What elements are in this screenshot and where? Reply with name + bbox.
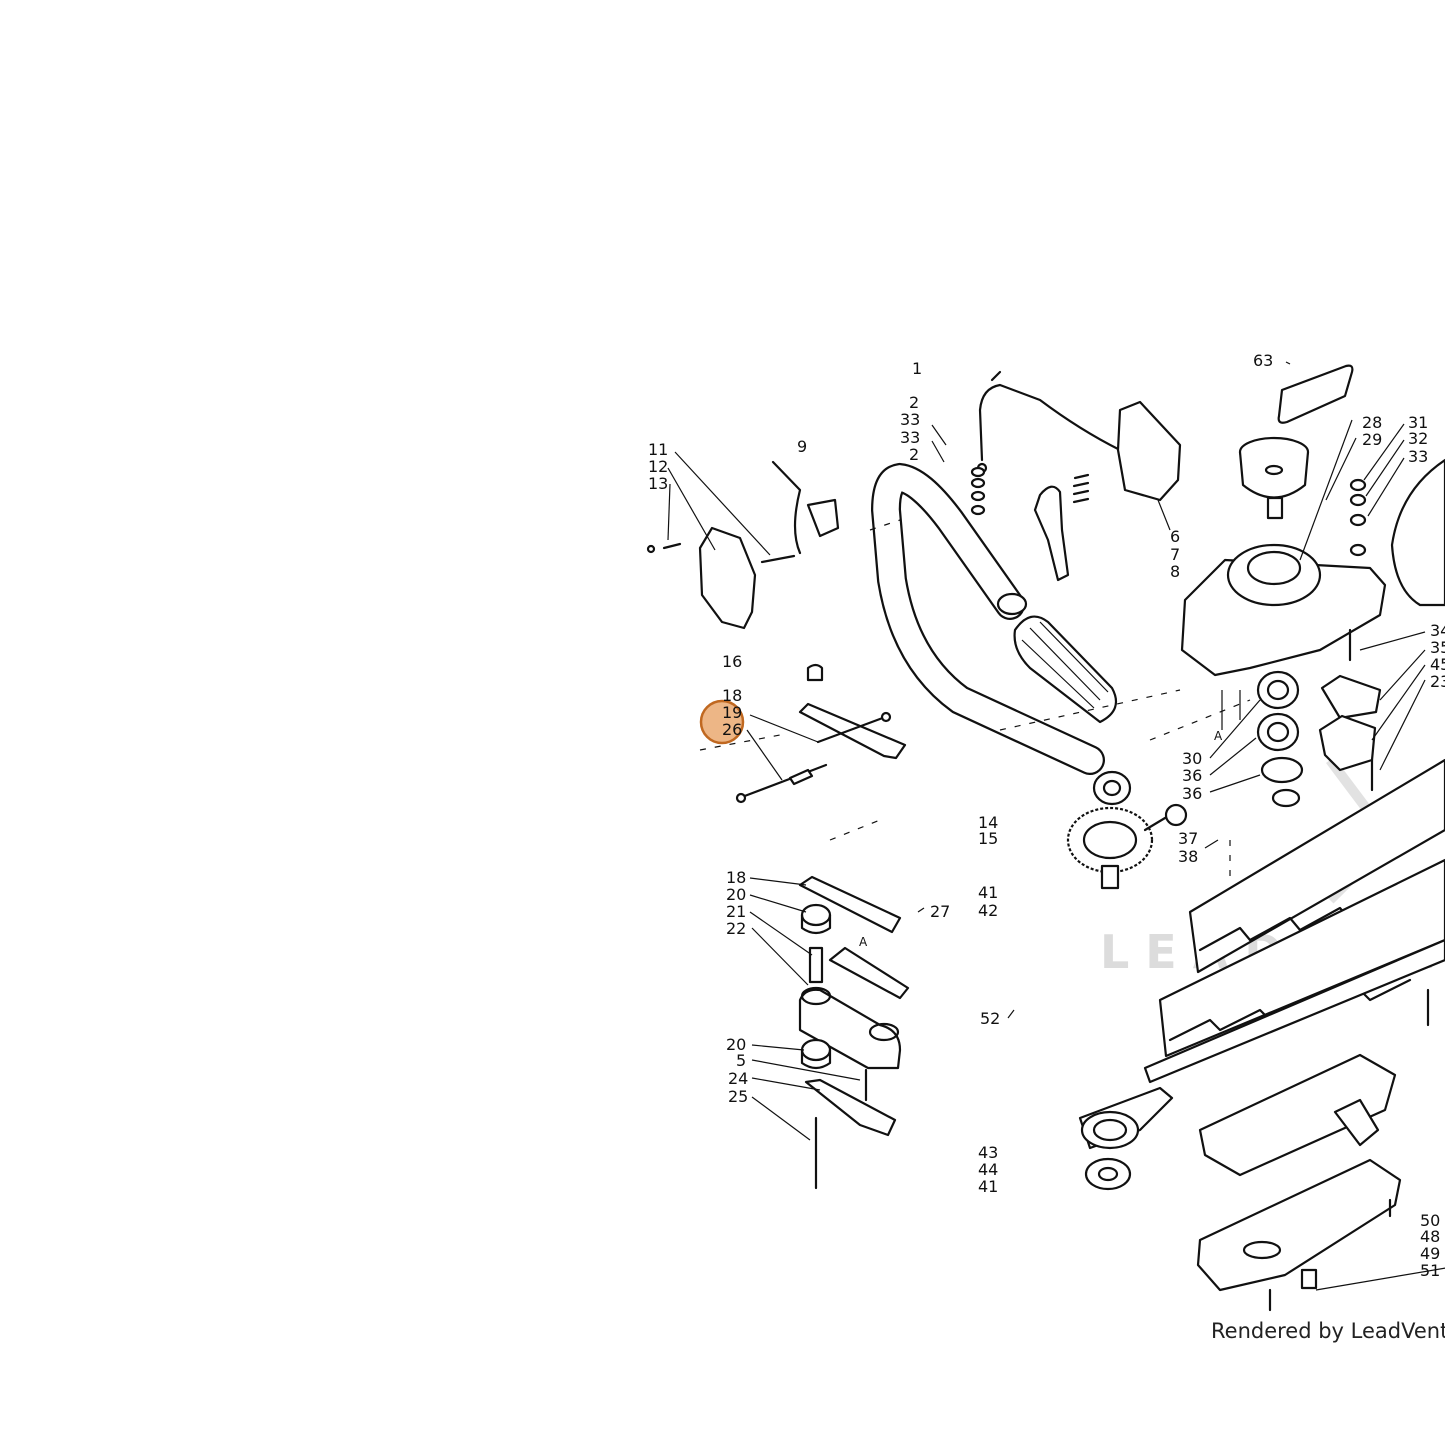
label-7: 7: [1170, 545, 1180, 564]
label-33: 33: [900, 410, 920, 429]
label-52: 52: [980, 1009, 1000, 1028]
label-35: 35: [1430, 638, 1445, 657]
label-5: 5: [736, 1051, 746, 1070]
label-6: 6: [1170, 527, 1180, 546]
label-30: 30: [1182, 749, 1202, 768]
label-25: 25: [728, 1087, 748, 1106]
label-19: 19: [722, 703, 742, 722]
label-12: 12: [648, 457, 668, 476]
label-2: 2: [909, 393, 919, 412]
part-63-label-plate: [1277, 364, 1354, 424]
label-29: 29: [1362, 430, 1382, 449]
label-18: 18: [722, 686, 742, 705]
label-43: 43: [978, 1143, 998, 1162]
label-36: 36: [1182, 784, 1202, 803]
part-37-38-gear: [1066, 803, 1188, 890]
label-50: 50: [1420, 1211, 1440, 1230]
part-34-35-brackets: [1318, 628, 1382, 792]
part-52-drive-arm: [1078, 1086, 1174, 1191]
label-51: 51: [1420, 1261, 1440, 1280]
label-44: 44: [978, 1160, 998, 1179]
label-16: 16: [722, 652, 742, 671]
handle-grip: [1013, 615, 1118, 724]
part-30-36-bearings: [1256, 670, 1304, 808]
lower-linkage-parts: [798, 875, 910, 1190]
label-38: 38: [1178, 847, 1198, 866]
part-1-handle-bar: [870, 462, 1105, 775]
engine-cover: [1390, 458, 1445, 607]
label-1: 1: [912, 359, 922, 378]
label-20: 20: [726, 885, 746, 904]
label-42: 42: [978, 901, 998, 920]
gear-case-gasket: [1198, 1053, 1397, 1177]
label-36: 36: [1182, 766, 1202, 785]
cutter-blades: [1143, 758, 1445, 1084]
part-6-8-throttle-housing: [1116, 400, 1182, 502]
label-2: 2: [909, 445, 919, 464]
label-8: 8: [1170, 562, 1180, 581]
label-A: A: [859, 935, 868, 949]
label-32: 32: [1408, 429, 1428, 448]
label-63: 63: [1253, 351, 1273, 370]
label-15: 15: [978, 829, 998, 848]
rendered-by-credit: Rendered by LeadVentu: [1211, 1319, 1445, 1343]
label-14: 14: [978, 813, 998, 832]
label-20: 20: [726, 1035, 746, 1054]
assembly-lines: [699, 519, 1251, 880]
label-26: 26: [722, 720, 742, 739]
lower-cover: [1196, 1158, 1402, 1312]
label-27: 27: [930, 902, 950, 921]
throttle-trigger: [1033, 473, 1090, 582]
label-48: 48: [1420, 1227, 1440, 1246]
part-16-19-bracket: [798, 663, 907, 760]
label-33: 33: [900, 428, 920, 447]
label-37: 37: [1178, 829, 1198, 848]
label-45: 45: [1430, 655, 1445, 674]
part-9-switch: [771, 460, 840, 555]
label-18: 18: [726, 868, 746, 887]
label-13: 13: [648, 474, 668, 493]
part-31-33-washers: [1349, 478, 1367, 557]
leader-lines: [667, 361, 1445, 1291]
part-labels: 1 2 33 33 2 63 28 29 31 32 33 9 11 12 13…: [648, 351, 1445, 1280]
throttle-cable: [970, 370, 1122, 516]
label-A: A: [1214, 729, 1223, 743]
handle-bearing: [1092, 770, 1132, 806]
label-11: 11: [648, 440, 668, 459]
label-33: 33: [1408, 447, 1428, 466]
highlight-marker[interactable]: [699, 699, 745, 745]
label-28: 28: [1362, 413, 1382, 432]
label-23: 23: [1430, 672, 1445, 691]
label-49: 49: [1420, 1244, 1440, 1263]
label-41: 41: [978, 1177, 998, 1196]
label-31: 31: [1408, 413, 1428, 432]
part-28-clutch-drum: [1238, 436, 1310, 520]
label-34: 34: [1430, 621, 1445, 640]
label-22: 22: [726, 919, 746, 938]
label-9: 9: [797, 437, 807, 456]
label-24: 24: [728, 1069, 748, 1088]
label-41: 41: [978, 883, 998, 902]
label-21: 21: [726, 902, 746, 921]
part-11-13-cover: [646, 526, 796, 630]
part-26-wire: [735, 763, 828, 804]
